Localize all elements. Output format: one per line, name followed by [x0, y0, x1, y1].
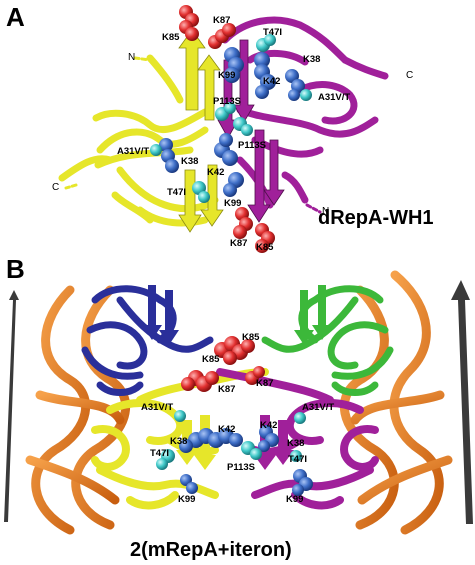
res-a-1: K87 [213, 15, 230, 26]
res-b-13: K99 [178, 494, 195, 505]
term-a-n-bottom: N [322, 206, 329, 217]
panel-a-yellow-strands [178, 29, 224, 233]
res-b-9: K38 [287, 438, 304, 449]
panel-a-yellow-chain [58, 54, 219, 227]
res-a-10: K38 [181, 156, 198, 167]
panel-a-magenta-strands [217, 39, 285, 223]
panel-b-green-strands [294, 285, 332, 345]
panel-a-terminals: N C C N [52, 52, 413, 217]
panel-b-left-arrow [4, 290, 19, 522]
panel-b-spheres [156, 336, 313, 496]
res-b-1: K85 [202, 354, 220, 365]
panel-a-residue-labels: K85 K87 T47I K38 K99 K42 A31V/T P113S A3… [117, 15, 350, 253]
res-b-6: K42 [218, 424, 235, 435]
res-b-5: A31V/T [302, 402, 334, 413]
panel-a-title: dRepA-WH1 [318, 207, 434, 229]
panel-b-residue-labels: K85 K85 K87 K87 A31V/T A31V/T K42 K38 K4… [141, 332, 334, 505]
res-a-13: K99 [224, 198, 241, 209]
res-a-7: P113S [213, 96, 241, 107]
res-a-14: K87 [230, 238, 247, 249]
res-b-10: T47I [150, 448, 169, 459]
panel-b: B 2(mRepA+iteron) K85 K85 K87 K87 A31V/T… [4, 254, 473, 561]
res-b-11: P113S [227, 462, 255, 473]
term-a-n-top: N [128, 52, 135, 63]
res-a-4: K99 [218, 70, 235, 81]
panel-b-dna [25, 270, 453, 535]
res-b-2: K87 [218, 384, 235, 395]
res-b-4: A31V/T [141, 402, 173, 413]
res-a-0: K85 [162, 32, 180, 43]
res-b-12: T47I [288, 454, 307, 465]
panel-a: A dRepA-WH1 N C C N K85 K87 T47I K38 K99… [6, 2, 434, 253]
res-a-12: T47I [167, 187, 186, 198]
res-a-2: T47I [263, 27, 282, 38]
res-a-9: P113S [238, 140, 266, 151]
res-b-3: K87 [256, 378, 273, 389]
panel-a-spheres [150, 5, 312, 253]
term-a-c-right: C [406, 70, 413, 81]
panel-b-title: 2(mRepA+iteron) [130, 539, 292, 561]
panel-b-arrows [4, 280, 473, 524]
res-a-15: K85 [256, 242, 274, 253]
panel-a-magenta-chain [221, 16, 389, 214]
res-b-7: K38 [170, 436, 187, 447]
res-a-6: A31V/T [318, 92, 350, 103]
res-a-11: K42 [207, 167, 224, 178]
res-a-8: A31V/T [117, 146, 149, 157]
res-a-5: K42 [263, 76, 280, 87]
res-b-14: K99 [286, 494, 303, 505]
panel-b-right-arrow [451, 280, 473, 524]
panel-b-letter: B [6, 254, 25, 284]
res-a-3: K38 [303, 54, 320, 65]
term-a-c-left: C [52, 182, 59, 193]
res-b-0: K85 [242, 332, 260, 343]
panel-b-blue-strands [142, 285, 179, 345]
res-b-8: K42 [260, 420, 277, 431]
panel-a-letter: A [6, 2, 25, 32]
